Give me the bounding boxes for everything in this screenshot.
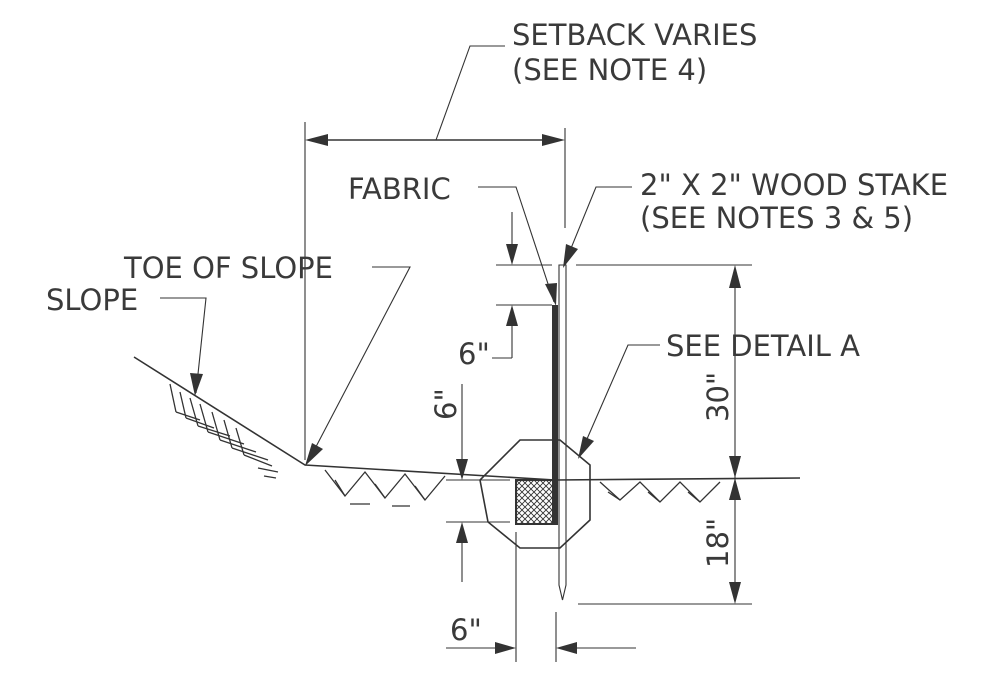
slope-label: SLOPE [46, 283, 138, 317]
slope-hatching [169, 383, 279, 479]
trench-depth-dimension [446, 384, 510, 582]
stake-leader [563, 186, 632, 268]
fabric-offset-value: 6" [458, 337, 490, 371]
detail-a-leader [578, 344, 660, 459]
trench-depth-value: 6" [429, 388, 463, 420]
ground-profile [133, 356, 801, 481]
toe-of-slope-label: TOE OF SLOPE [123, 251, 333, 285]
stake-label-line2: (SEE NOTES 3 & 5) [640, 201, 913, 235]
height-above-grade-value: 30" [701, 372, 735, 422]
toe-of-slope-leader [305, 266, 411, 466]
wood-stake [558, 264, 567, 601]
depth-below-grade-value: 18" [701, 518, 735, 568]
slope-leader [160, 297, 207, 396]
fabric-label: FABRIC [348, 172, 451, 206]
stake-height-dimension [576, 264, 752, 605]
trench-width-value: 6" [450, 613, 482, 647]
trench-width-dimension [446, 532, 636, 662]
trench-fabric-anchor [515, 479, 557, 525]
setback-dimension [304, 45, 566, 460]
ground-hatching-right [599, 481, 721, 503]
stake-label-line1: 2" X 2" WOOD STAKE [640, 168, 948, 202]
ground-hatching-left [324, 469, 446, 507]
detail-a-callout-circle [479, 439, 591, 549]
fabric-sheet [552, 305, 558, 525]
fabric-offset-dimension [492, 212, 552, 359]
setback-label-line2: (SEE NOTE 4) [512, 53, 707, 87]
fabric-leader [478, 186, 557, 306]
setback-label-line1: SETBACK VARIES [512, 18, 757, 52]
see-detail-label: SEE DETAIL A [666, 329, 860, 363]
